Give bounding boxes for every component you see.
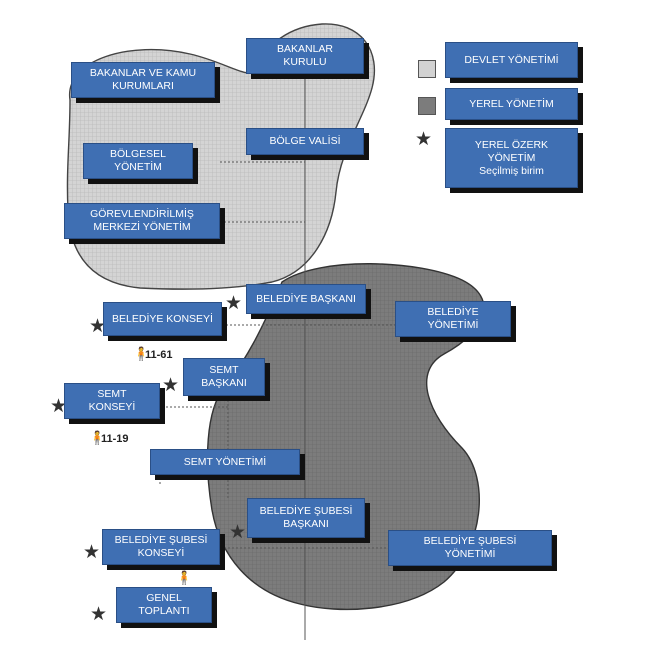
mayor-star-icon: ★ bbox=[225, 292, 243, 314]
legend-state-swatch bbox=[418, 60, 436, 78]
branch-administration-box: BELEDİYE ŞUBESİ YÖNETİMİ bbox=[388, 530, 552, 566]
branch-council-star-icon: ★ bbox=[83, 541, 101, 563]
mayor-box: BELEDİYE BAŞKANI bbox=[246, 284, 366, 314]
district-mayor-star-icon: ★ bbox=[162, 374, 180, 396]
branch-council-box: BELEDİYE ŞUBESİ KONSEYİ bbox=[102, 529, 220, 565]
person-icon: 🧍 bbox=[133, 347, 150, 362]
legend-local-label: YEREL YÖNETİM bbox=[445, 88, 578, 120]
general-meeting-star-icon: ★ bbox=[90, 603, 108, 625]
person-icon: 🧍 bbox=[176, 571, 193, 586]
municipal-council-box: BELEDİYE KONSEYİ bbox=[103, 302, 222, 336]
legend-star-icon: ★ bbox=[415, 128, 433, 150]
legend-state-label: DEVLET YÖNETİMİ bbox=[445, 42, 578, 78]
deconcentrated-administration-box: GÖREVLENDİRİLMİŞ MERKEZİ YÖNETİM bbox=[64, 203, 220, 239]
general-meeting-box: GENEL TOPLANTI bbox=[116, 587, 212, 623]
person-icon: 🧍 bbox=[89, 431, 106, 446]
district-council-star-icon: ★ bbox=[50, 395, 68, 417]
regional-administration-box: BÖLGESEL YÖNETİM bbox=[83, 143, 193, 179]
branch-mayor-box: BELEDİYE ŞUBESİ BAŞKANI bbox=[247, 498, 365, 538]
branch-mayor-star-icon: ★ bbox=[229, 521, 247, 543]
municipal-council-star-icon: ★ bbox=[89, 315, 107, 337]
legend-local-swatch bbox=[418, 97, 436, 115]
legend-autonomous-label: YEREL ÖZERK YÖNETİM Seçilmiş birim bbox=[445, 128, 578, 188]
district-council-box: SEMT KONSEYİ bbox=[64, 383, 160, 419]
ministries-box: BAKANLAR VE KAMU KURUMLARI bbox=[71, 62, 215, 98]
council-of-ministers-box: BAKANLAR KURULU bbox=[246, 38, 364, 74]
regional-governor-box: BÖLGE VALİSİ bbox=[246, 128, 364, 155]
district-council-count: 11-19 bbox=[101, 433, 129, 445]
municipal-administration-box: BELEDİYE YÖNETİMİ bbox=[395, 301, 511, 337]
municipal-council-count: 11-61 bbox=[145, 349, 173, 361]
district-administration-box: SEMT YÖNETİMİ bbox=[150, 449, 300, 475]
district-mayor-box: SEMT BAŞKANI bbox=[183, 358, 265, 396]
